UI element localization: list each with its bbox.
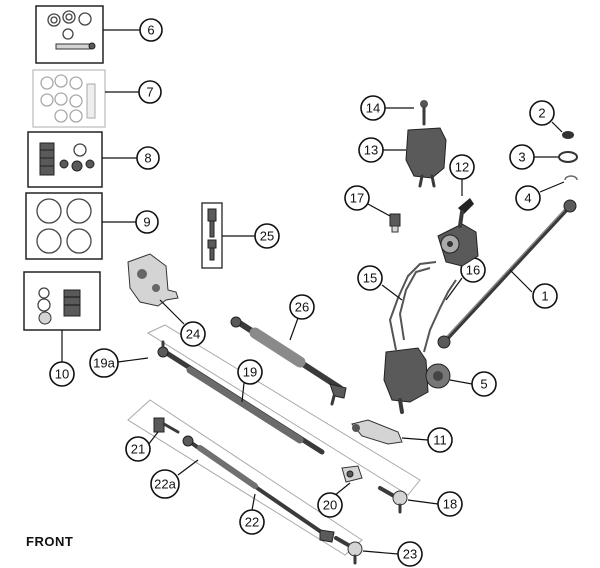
svg-text:22a: 22a (154, 477, 176, 492)
svg-text:19: 19 (243, 365, 257, 380)
snap-ring (564, 175, 578, 181)
callout-19a[interactable]: 19a (89, 348, 149, 378)
ring-kit-box (25, 192, 103, 260)
pressure-switch (389, 213, 401, 233)
svg-text:20: 20 (323, 498, 337, 513)
svg-text:17: 17 (350, 191, 364, 206)
callout-6[interactable]: 6 (103, 18, 163, 42)
callout-18[interactable]: 18 (407, 491, 463, 517)
callout-12[interactable]: 12 (449, 154, 475, 196)
callout-11[interactable]: 11 (401, 427, 453, 453)
callout-22[interactable]: 22 (239, 493, 265, 535)
steering-knuckle (127, 253, 179, 307)
dust-cap (562, 131, 574, 139)
svg-text:16: 16 (466, 263, 480, 278)
svg-text:3: 3 (518, 150, 525, 165)
return-hose (423, 279, 457, 353)
svg-text:12: 12 (455, 160, 469, 175)
callout-2[interactable]: 2 (529, 100, 563, 133)
svg-text:8: 8 (144, 151, 151, 166)
bushing-kit-box (23, 271, 101, 331)
pitman-arm (351, 419, 403, 445)
svg-text:18: 18 (443, 497, 457, 512)
seal-kit-box (35, 5, 104, 64)
callout-5[interactable]: 5 (449, 371, 497, 397)
callout-13[interactable]: 13 (358, 137, 406, 163)
bearing (558, 151, 578, 163)
callout-21[interactable]: 21 (125, 431, 159, 462)
drag-link (157, 340, 325, 455)
callout-4[interactable]: 4 (515, 181, 565, 211)
callout-1[interactable]: 1 (509, 269, 558, 309)
front-orientation-label: FRONT (26, 534, 74, 549)
pressure-hose (388, 261, 437, 351)
tie-rod-end-23 (334, 536, 363, 565)
tie-rod-end-18 (378, 486, 408, 514)
o-ring-kit-box (32, 69, 106, 128)
svg-text:9: 9 (143, 215, 150, 230)
reservoir-cap (420, 100, 428, 126)
svg-text:4: 4 (524, 191, 531, 206)
svg-text:7: 7 (146, 85, 153, 100)
adjusting-sleeve (341, 465, 363, 483)
svg-text:2: 2 (538, 106, 545, 121)
svg-text:24: 24 (186, 327, 200, 342)
callout-26[interactable]: 26 (289, 294, 315, 341)
callout-19[interactable]: 19 (237, 359, 263, 403)
callout-24[interactable]: 24 (159, 299, 206, 347)
callout-23[interactable]: 23 (362, 541, 423, 567)
callout-15[interactable]: 15 (357, 265, 403, 301)
svg-text:11: 11 (433, 433, 447, 448)
intermediate-steering-shaft (437, 199, 577, 349)
svg-text:26: 26 (295, 300, 309, 315)
svg-text:25: 25 (260, 229, 274, 244)
callout-25[interactable]: 25 (222, 223, 280, 249)
callout-8[interactable]: 8 (102, 146, 160, 170)
svg-text:23: 23 (403, 547, 417, 562)
callout-14[interactable]: 14 (360, 95, 414, 121)
power-steering-pump (437, 198, 479, 267)
svg-text:6: 6 (147, 23, 154, 38)
svg-text:1: 1 (541, 289, 548, 304)
svg-text:21: 21 (131, 442, 145, 457)
steering-gear-box (383, 347, 451, 414)
boot-kit-box (27, 131, 103, 188)
svg-text:5: 5 (480, 377, 487, 392)
adjuster-stud (201, 202, 223, 269)
callout-7[interactable]: 7 (105, 80, 162, 104)
callout-9[interactable]: 9 (102, 210, 159, 234)
callout-20[interactable]: 20 (317, 482, 351, 518)
tie-rod-panel (127, 399, 363, 556)
steering-stabilizer (230, 316, 347, 406)
fluid-reservoir (405, 127, 447, 188)
svg-text:10: 10 (55, 367, 69, 382)
callout-17[interactable]: 17 (344, 185, 391, 217)
callout-3[interactable]: 3 (509, 144, 558, 170)
svg-text:14: 14 (366, 101, 380, 116)
drag-link-panel (146, 324, 421, 496)
tie-rod (182, 435, 335, 543)
svg-text:19a: 19a (93, 356, 115, 371)
svg-text:22: 22 (245, 515, 259, 530)
svg-text:15: 15 (363, 271, 377, 286)
callout-10[interactable]: 10 (49, 330, 75, 387)
tie-rod-end-21 (153, 417, 180, 434)
callout-22a[interactable]: 22a (150, 459, 199, 499)
svg-text:13: 13 (364, 143, 378, 158)
